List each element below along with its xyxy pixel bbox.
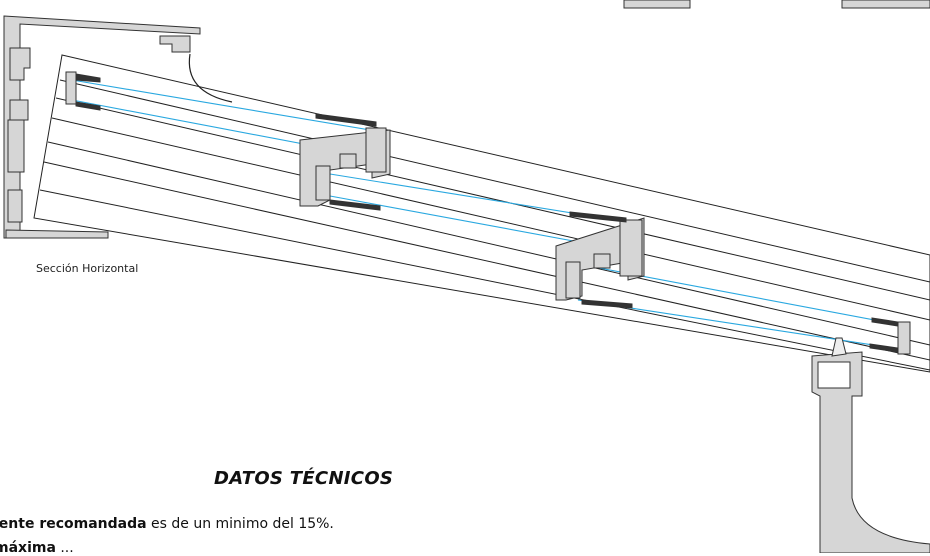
- right-wall-profile: [811, 337, 930, 553]
- technical-line-1-lead: iente recomandada: [0, 516, 147, 532]
- technical-line-2-lead: máxima: [0, 540, 56, 556]
- glass-holder-bottom-right: [869, 317, 911, 355]
- left-flap-curve: [188, 53, 233, 103]
- roof-frame: [33, 54, 930, 373]
- technical-line-2-rest: ...: [55, 540, 74, 556]
- technical-line-1: iente recomandada es de un minimo del 15…: [0, 516, 334, 532]
- top-right-profile-pieces: [623, 0, 930, 9]
- technical-line-1-rest: es de un minimo del 15%.: [146, 516, 334, 532]
- section-caption: Sección Horizontal: [36, 262, 139, 275]
- profile-cluster-1: [299, 113, 391, 211]
- glass-lines: [71, 79, 907, 351]
- glass-holder-top-left: [65, 71, 101, 111]
- technical-data-heading: DATOS TÉCNICOS: [214, 468, 394, 489]
- left-wall-profile: [3, 15, 201, 239]
- profile-cluster-2: [555, 211, 645, 309]
- technical-line-2: máxima ...: [0, 540, 74, 556]
